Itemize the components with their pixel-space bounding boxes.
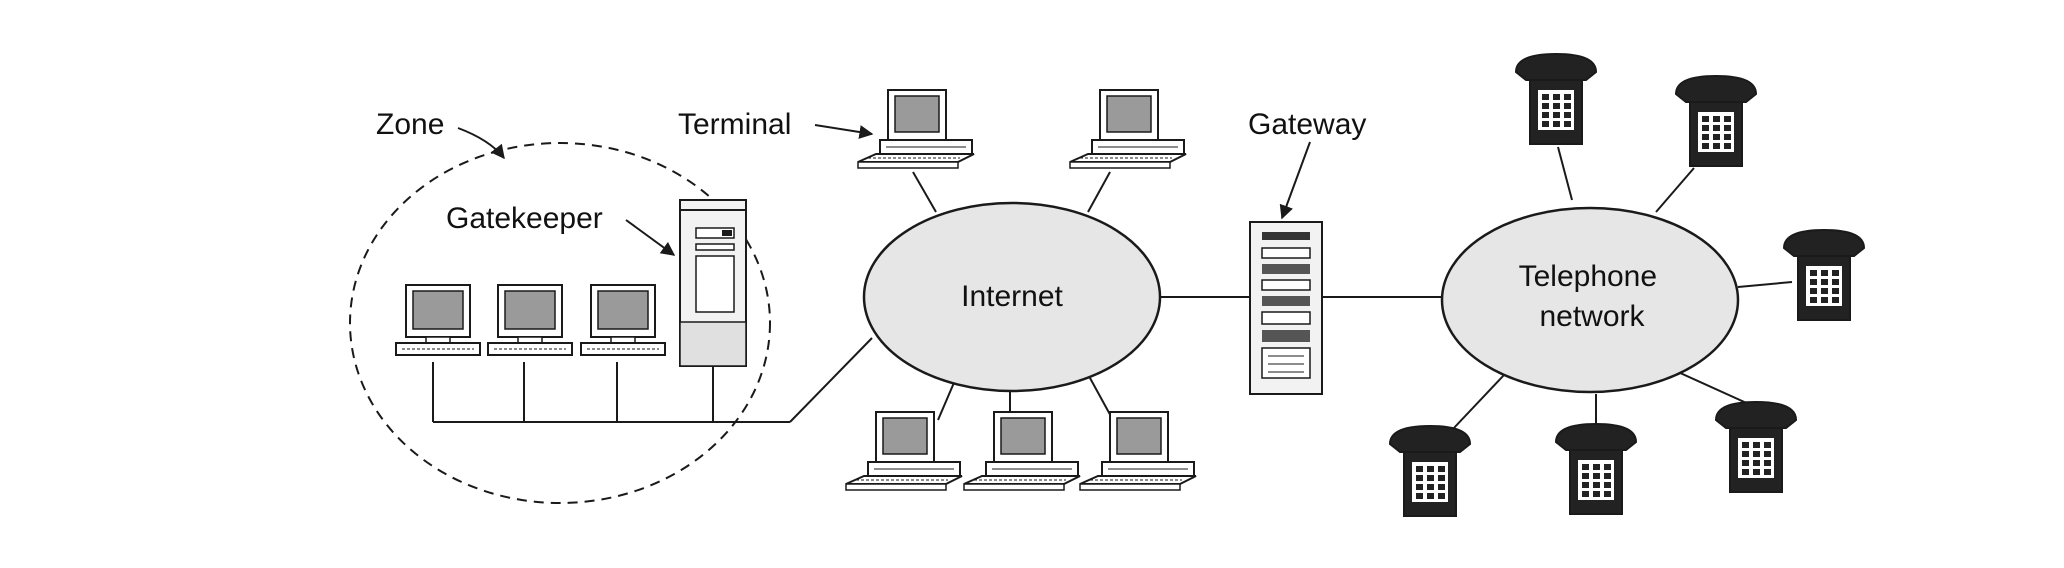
internet-label: Internet [961,280,1063,313]
telephone-network-cloud [1440,206,1740,394]
zone-pc [580,284,666,356]
zone-label: Zone [376,108,444,141]
gateway-rack-icon [1249,221,1323,395]
terminal-icon [963,411,1081,491]
terminal-label: Terminal [678,108,791,141]
telephone-icon [1389,425,1471,517]
zone-pc [487,284,573,356]
terminal-icon [1069,89,1187,169]
gatekeeper-label: Gatekeeper [446,202,603,235]
terminal-icon [845,411,963,491]
zone-pc [395,284,481,356]
label-arrows [457,124,1311,256]
telephone-network-label: Telephone network [1519,260,1666,333]
zone-boundary [349,142,771,504]
telephone-icon [1675,75,1757,167]
telephone-icon [1783,229,1865,321]
terminal-icon [857,89,975,169]
internet-cloud [862,201,1162,393]
telephone-icon [1715,401,1797,493]
telephone-network-label-line2: network [1539,300,1645,333]
terminal-icon [1079,411,1197,491]
telephone-icon [1555,423,1637,515]
gatekeeper-server-icon [679,199,747,367]
telephone-icon [1515,53,1597,145]
telephone-network-label-line1: Telephone [1519,260,1657,293]
gateway-label: Gateway [1248,108,1366,141]
